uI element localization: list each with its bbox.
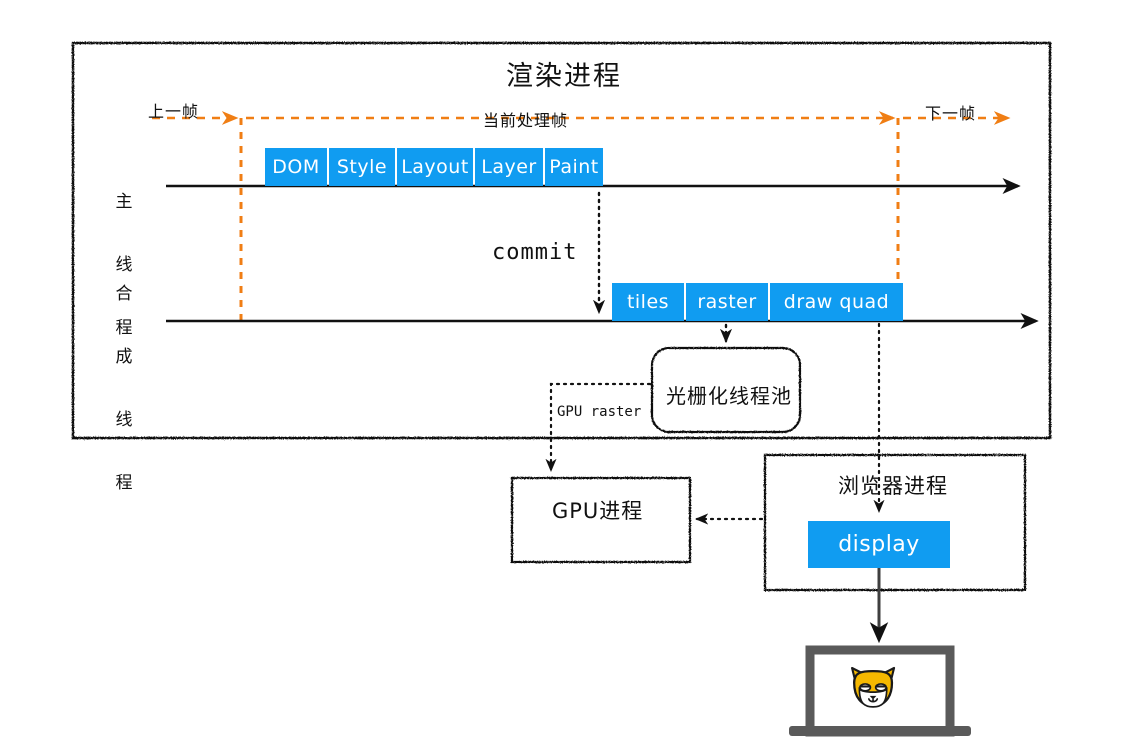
renderer-process-title: 渲染进程: [506, 61, 622, 92]
previous-frame-label: 上一帧: [148, 102, 200, 121]
compositor-thread-lane-label: 合 成 线 程: [112, 242, 136, 536]
task-paint[interactable]: Paint: [545, 148, 603, 186]
raster-thread-pool-box: [650, 346, 802, 434]
task-layer[interactable]: Layer: [475, 148, 543, 186]
lane-char: 主: [115, 192, 133, 212]
laptop-device: [789, 645, 971, 737]
task-tiles[interactable]: tiles: [612, 283, 684, 321]
browser-process-box: [763, 453, 1027, 592]
lane-char: 合: [115, 284, 133, 304]
task-style[interactable]: Style: [329, 148, 395, 186]
lane-char: 线: [115, 255, 133, 275]
task-dom[interactable]: DOM: [265, 148, 327, 186]
lane-char: 线: [115, 410, 133, 430]
lane-char: 程: [115, 318, 133, 338]
commit-label: commit: [492, 240, 578, 265]
task-layout[interactable]: Layout: [397, 148, 473, 186]
raster-thread-pool-label: 光栅化线程池: [666, 384, 792, 408]
gpu-process-title: GPU进程: [552, 499, 644, 523]
display-box[interactable]: display: [808, 521, 950, 568]
renderer-process-box: [71, 41, 1052, 440]
current-frame-label: 当前处理帧: [483, 111, 569, 130]
gpu-process-box: [510, 476, 692, 564]
lane-char: 成: [115, 347, 133, 367]
task-draw-quad[interactable]: draw quad: [770, 283, 903, 321]
main-thread-lane-label: 主 线 程: [112, 150, 136, 381]
task-raster[interactable]: raster: [686, 283, 768, 321]
doge-face-icon: [851, 666, 896, 708]
gpu-raster-path: [545, 382, 652, 472]
lane-char: 程: [115, 473, 133, 493]
next-frame-label: 下一帧: [925, 104, 977, 123]
gpu-raster-label: GPU raster: [557, 404, 642, 420]
browser-process-title: 浏览器进程: [838, 474, 948, 498]
